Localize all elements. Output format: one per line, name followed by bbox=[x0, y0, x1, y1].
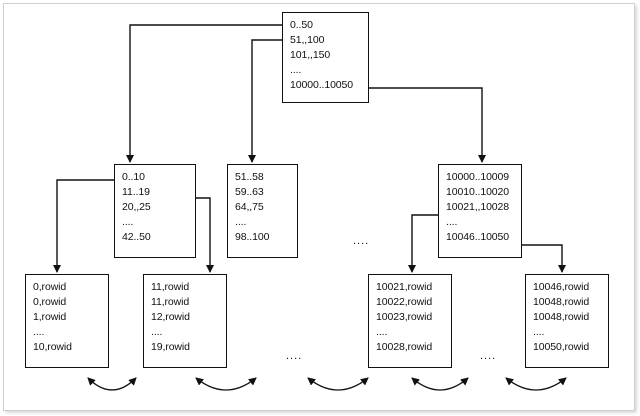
leaf4-entry-3: 10048,rowid bbox=[533, 311, 590, 323]
branch1-key-2: 11..19 bbox=[122, 186, 150, 198]
leaf2-entry-1: 11,rowid bbox=[151, 281, 190, 293]
sibling-link-5 bbox=[505, 377, 567, 391]
link-branch3-to-leaf3 bbox=[408, 214, 440, 273]
leaf2-entry-5: 19,rowid bbox=[151, 341, 190, 353]
leaf1-entry-5: 10,rowid bbox=[33, 341, 72, 353]
branch2-key-2: 59..63 bbox=[235, 186, 264, 198]
branch2-key-1: 51..58 bbox=[235, 171, 264, 183]
sibling-link-1 bbox=[87, 377, 137, 391]
leaf-node-2: 11,rowid 11,rowid 12,rowid .... 19,rowid bbox=[143, 274, 227, 368]
leaf3-entry-2: 10022,rowid bbox=[376, 296, 433, 308]
branch2-key-ellipsis: .... bbox=[235, 216, 247, 228]
branch-node-1: 0..10 11..19 20,,25 .... 42..50 bbox=[114, 164, 196, 258]
root-node: 0..50 51,,100 101,,150 .... 10000..10050 bbox=[282, 12, 369, 103]
branch-node-2: 51..58 59..63 64,,75 .... 98..100 bbox=[227, 164, 298, 258]
leaf4-entry-ellipsis: .... bbox=[533, 326, 545, 338]
leaf3-entry-5: 10028,rowid bbox=[376, 341, 433, 353]
branch1-key-ellipsis: .... bbox=[122, 216, 134, 228]
link-root-to-branch1 bbox=[126, 24, 285, 163]
sibling-link-4 bbox=[411, 377, 469, 391]
root-key-2: 51,,100 bbox=[290, 34, 325, 46]
branch3-key-3: 10021,,10028 bbox=[446, 201, 510, 213]
leaf2-entry-2: 11,rowid bbox=[151, 296, 190, 308]
leaf1-entry-ellipsis: .... bbox=[33, 326, 45, 338]
link-branch3-to-leaf4 bbox=[520, 244, 566, 273]
root-key-1: 0..50 bbox=[290, 19, 313, 31]
leaf1-entry-2: 0,rowid bbox=[33, 296, 67, 308]
branch1-key-3: 20,,25 bbox=[122, 201, 151, 213]
leaf-gap-ellipsis-1: .... bbox=[286, 350, 303, 362]
branch3-key-5: 10046..10050 bbox=[446, 231, 510, 243]
branch2-key-5: 98..100 bbox=[235, 231, 270, 243]
image-border bbox=[3, 3, 635, 411]
branch3-key-2: 10010..10020 bbox=[446, 186, 510, 198]
sibling-link-2 bbox=[195, 377, 257, 391]
branch-gap-ellipsis: .... bbox=[353, 235, 370, 247]
link-root-to-branch3 bbox=[368, 87, 486, 163]
leaf1-entry-3: 1,rowid bbox=[33, 311, 67, 323]
link-branch1-to-leaf1 bbox=[53, 179, 116, 273]
leaf3-entry-3: 10023,rowid bbox=[376, 311, 433, 323]
branch1-key-5: 42..50 bbox=[122, 231, 151, 243]
root-key-ellipsis: .... bbox=[290, 64, 302, 76]
root-key-3: 101,,150 bbox=[290, 49, 331, 61]
leaf4-entry-2: 10048,rowid bbox=[533, 296, 590, 308]
branch3-key-1: 10000..10009 bbox=[446, 171, 510, 183]
leaf3-entry-1: 10021,rowid bbox=[376, 281, 433, 293]
leaf4-entry-5: 10050,rowid bbox=[533, 341, 590, 353]
leaf2-entry-ellipsis: .... bbox=[151, 326, 163, 338]
branch-node-3: 10000..10009 10010..10020 10021,,10028 .… bbox=[438, 164, 522, 258]
leaf-node-3: 10021,rowid 10022,rowid 10023,rowid ....… bbox=[368, 274, 452, 368]
leaf-gap-ellipsis-2: .... bbox=[480, 350, 497, 362]
root-key-5: 10000..10050 bbox=[290, 79, 354, 91]
leaf3-entry-ellipsis: .... bbox=[376, 326, 388, 338]
leaf4-entry-1: 10046,rowid bbox=[533, 281, 590, 293]
leaf2-entry-3: 12,rowid bbox=[151, 311, 190, 323]
branch3-key-ellipsis: .... bbox=[446, 216, 458, 228]
branch2-key-3: 64,,75 bbox=[235, 201, 264, 213]
leaf-node-4: 10046,rowid 10048,rowid 10048,rowid ....… bbox=[525, 274, 609, 368]
leaf1-entry-1: 0,rowid bbox=[33, 281, 67, 293]
link-root-to-branch2 bbox=[248, 39, 285, 163]
leaf-node-1: 0,rowid 0,rowid 1,rowid .... 10,rowid bbox=[25, 274, 109, 368]
sibling-link-3 bbox=[307, 377, 369, 391]
branch1-key-1: 0..10 bbox=[122, 171, 145, 183]
